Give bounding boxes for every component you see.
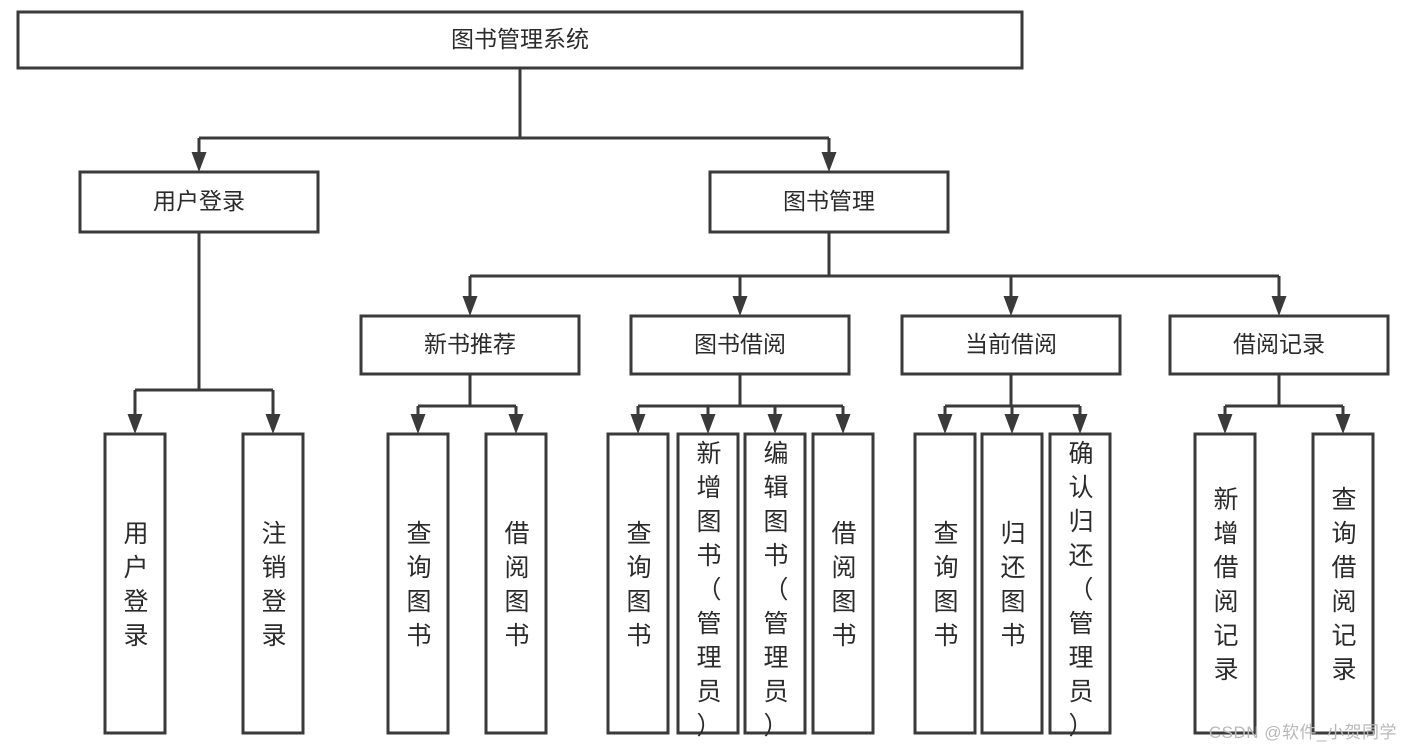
node-leaf-borrow-book-2[interactable]: 借阅图书	[811, 432, 875, 735]
node-box	[676, 432, 740, 735]
arrow-head-icon	[410, 414, 426, 434]
node-box	[1193, 432, 1257, 735]
node-book-borrow[interactable]: 图书借阅	[629, 314, 851, 376]
arrow-head-icon	[700, 414, 716, 434]
node-label: 查询借阅记录	[1331, 486, 1356, 684]
arrow-head-icon	[1217, 414, 1233, 434]
node-leaf-query-record[interactable]: 查询借阅记录	[1311, 432, 1375, 735]
node-label: 新增借阅记录	[1213, 486, 1238, 684]
node-box	[900, 314, 1122, 376]
arrow-head-icon	[191, 152, 207, 172]
node-label: 归还图书	[1000, 520, 1025, 650]
arrow-head-icon	[462, 296, 478, 316]
node-leaf-query-book-3[interactable]: 查询图书	[913, 432, 977, 735]
node-box	[1048, 432, 1112, 735]
node-label: 当前借阅	[965, 331, 1057, 357]
node-box	[103, 432, 167, 735]
node-box	[241, 432, 305, 735]
node-new-book-recommend[interactable]: 新书推荐	[359, 314, 581, 376]
node-label: 注销登录	[261, 520, 286, 650]
node-user-login[interactable]: 用户登录	[78, 170, 320, 234]
arrow-head-icon	[732, 296, 748, 316]
node-layer: 图书管理系统用户登录图书管理新书推荐图书借阅当前借阅借阅记录用户登录注销登录查询…	[16, 10, 1390, 740]
arrow-head-icon	[508, 414, 524, 434]
node-leaf-user-login[interactable]: 用户登录	[103, 432, 167, 735]
node-label: 查询图书	[933, 520, 958, 650]
arrow-head-icon	[1072, 414, 1088, 434]
arrow-head-icon	[630, 414, 646, 434]
node-leaf-return-book[interactable]: 归还图书	[980, 432, 1044, 735]
node-leaf-query-book-1[interactable]: 查询图书	[386, 432, 450, 735]
node-leaf-edit-book[interactable]: 编辑图书（管理员）	[743, 432, 807, 740]
node-leaf-add-book[interactable]: 新增图书（管理员）	[676, 432, 740, 740]
arrow-head-icon	[821, 152, 837, 172]
node-leaf-add-record[interactable]: 新增借阅记录	[1193, 432, 1257, 735]
node-label: 用户登录	[123, 520, 148, 650]
arrow-head-icon	[127, 414, 143, 434]
node-label: 确认归还（管理员）	[1068, 440, 1093, 740]
node-box	[359, 314, 581, 376]
node-box	[1168, 314, 1390, 376]
node-box	[78, 170, 320, 234]
connector-layer	[127, 68, 1351, 434]
node-label: 图书借阅	[694, 331, 786, 357]
arrow-head-icon	[835, 414, 851, 434]
arrow-head-icon	[1003, 296, 1019, 316]
arrow-head-icon	[937, 414, 953, 434]
node-box	[629, 314, 851, 376]
node-box	[16, 10, 1024, 70]
node-label: 查询图书	[406, 520, 431, 650]
node-book-manage[interactable]: 图书管理	[708, 170, 950, 234]
node-label: 图书管理	[783, 188, 875, 214]
node-label: 用户登录	[153, 188, 245, 214]
node-box	[484, 432, 548, 735]
node-leaf-query-book-2[interactable]: 查询图书	[606, 432, 670, 735]
node-box	[743, 432, 807, 735]
arrow-head-icon	[265, 414, 281, 434]
node-label: 借阅记录	[1233, 331, 1325, 357]
node-label: 图书管理系统	[451, 26, 589, 52]
node-label: 查询图书	[626, 520, 651, 650]
node-box	[606, 432, 670, 735]
node-label: 新书推荐	[424, 331, 516, 357]
arrow-head-icon	[767, 414, 783, 434]
node-label: 新增图书（管理员）	[696, 440, 721, 740]
node-box	[1311, 432, 1375, 735]
node-leaf-borrow-book-1[interactable]: 借阅图书	[484, 432, 548, 735]
node-label: 借阅图书	[504, 520, 529, 650]
node-box	[980, 432, 1044, 735]
arrow-head-icon	[1271, 296, 1287, 316]
node-box	[913, 432, 977, 735]
node-root[interactable]: 图书管理系统	[16, 10, 1024, 70]
node-borrow-record[interactable]: 借阅记录	[1168, 314, 1390, 376]
node-leaf-confirm-return[interactable]: 确认归还（管理员）	[1048, 432, 1112, 740]
node-box	[811, 432, 875, 735]
arrow-head-icon	[1335, 414, 1351, 434]
node-box	[708, 170, 950, 234]
node-label: 编辑图书（管理员）	[763, 440, 788, 740]
node-current-borrow[interactable]: 当前借阅	[900, 314, 1122, 376]
node-box	[386, 432, 450, 735]
node-label: 借阅图书	[831, 520, 856, 650]
node-leaf-logout[interactable]: 注销登录	[241, 432, 305, 735]
arrow-head-icon	[1004, 414, 1020, 434]
